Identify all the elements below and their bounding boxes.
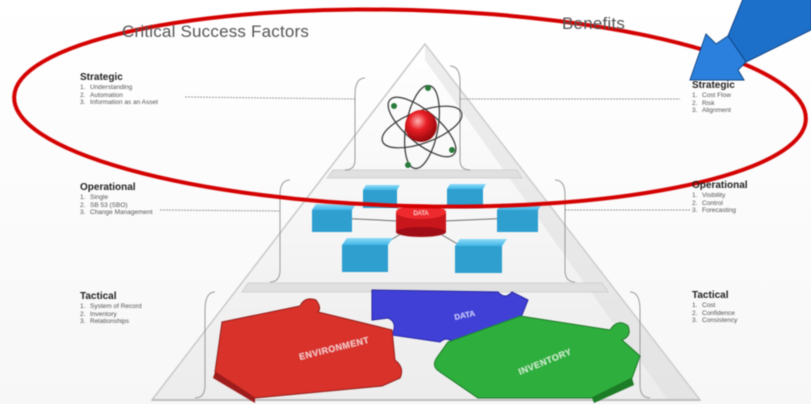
list-item: 2.Confidence [692, 309, 735, 317]
list-item: 2.Inventory [80, 310, 117, 318]
left-section-strategic: Strategic 1.Understanding 2.Automation 3… [80, 72, 158, 107]
tier-band-top [326, 169, 523, 179]
section-title: Tactical [692, 290, 729, 301]
list-item: 2.Control [692, 199, 723, 207]
puzzle-label-data: DATA [454, 309, 477, 322]
left-bracket-tactical [194, 291, 216, 399]
section-title: Tactical [80, 291, 117, 302]
atom-electron-3 [425, 85, 431, 91]
left-bracket-strategic [344, 77, 366, 171]
left-section-tactical: Tactical 1.System of Record 2.Inventory … [80, 291, 142, 326]
arrow-shaft [727, 0, 811, 63]
puzzle-piece-red-side [213, 372, 255, 403]
list-item: 1.Single [80, 194, 109, 201]
list-item: 3.Alignment [692, 107, 731, 114]
leader-left-strategic [184, 96, 356, 100]
header-benefits: Benefits [562, 14, 626, 33]
header-critical-success-factors: Critical Success Factors [122, 22, 310, 41]
atom-electron-4 [405, 162, 411, 168]
right-bracket-operational [554, 179, 576, 283]
list-item: 1.Visibility [692, 192, 726, 199]
section-title: Strategic [692, 80, 735, 91]
center-disc-label: DATA [413, 211, 428, 217]
list-item: 1.Cost Flow [692, 92, 731, 99]
list-item: 3.Change Management [80, 209, 153, 216]
atom-illustration [381, 84, 463, 170]
cube-right [497, 204, 542, 232]
cube-bottom-left [342, 238, 393, 272]
list-item: 2.Automation [80, 91, 123, 99]
right-bracket-tactical [629, 291, 651, 399]
left-section-operational: Operational 1.Single 2.SB 53 (SBO) 3.Cha… [80, 182, 153, 217]
atom-electron-1 [391, 103, 397, 109]
center-disc: DATA [396, 205, 446, 237]
right-section-tactical: Tactical 1.Cost 2.Confidence 3.Consisten… [692, 290, 737, 325]
section-title: Strategic [80, 72, 123, 83]
puzzle-illustration: ENVIRONMENT DATA INVENTORY [213, 289, 641, 403]
leader-left-operational [159, 209, 281, 212]
right-section-operational: Operational 1.Visibility 2.Control 3.For… [692, 180, 748, 215]
atom-electron-2 [449, 147, 455, 153]
highlight-ellipse [12, 7, 808, 209]
cube-top-right [447, 184, 486, 208]
right-section-strategic: Strategic 1.Cost Flow 2.Risk 3.Alignment [692, 80, 735, 115]
list-item: 3.Relationships [80, 318, 130, 325]
brackets [159, 65, 690, 399]
blue-arrow [689, 0, 811, 81]
list-item: 1.Understanding [80, 84, 133, 91]
list-item: 1.System of Record [80, 303, 142, 310]
list-item: 3.Information as an Asset [80, 99, 158, 106]
list-item: 3.Forecasting [692, 207, 736, 214]
left-bracket-operational [269, 179, 291, 283]
section-title: Operational [692, 180, 748, 191]
cube-left [312, 204, 356, 232]
tier-band-middle [241, 282, 609, 293]
cube-bottom-right [455, 239, 507, 273]
arrow-head [689, 33, 747, 81]
section-title: Operational [80, 182, 136, 193]
list-item: 2.SB 53 (SBO) [80, 201, 128, 209]
atom-nucleus [405, 110, 437, 142]
puzzle-piece-red [214, 298, 403, 399]
puzzle-piece-green-side [592, 378, 634, 403]
list-item: 3.Consistency [692, 317, 738, 324]
puzzle-piece-green [434, 315, 641, 399]
pyramid-right-face [425, 44, 700, 400]
list-item: 2.Risk [692, 99, 715, 107]
list-item: 1.Cost [692, 302, 716, 309]
